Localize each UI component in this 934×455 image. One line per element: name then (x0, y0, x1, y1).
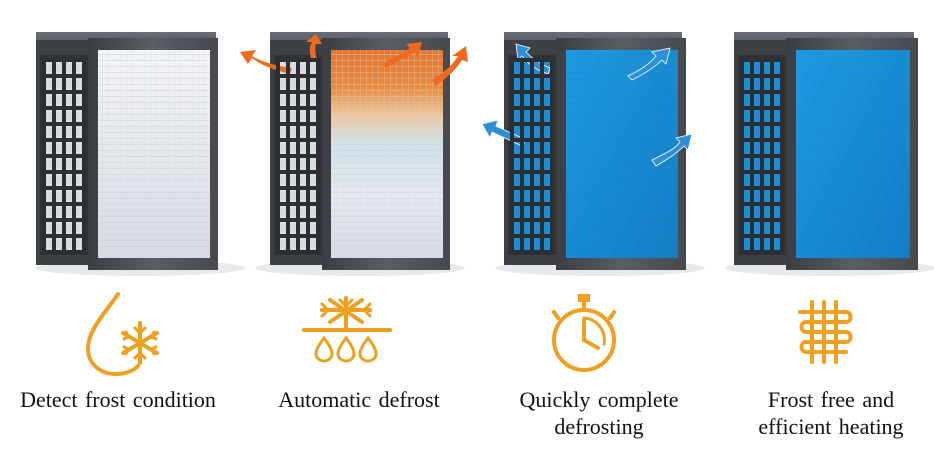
step-caption-defrost: Automatic defrost (248, 386, 470, 413)
heating-coil-panel (796, 50, 910, 258)
caption-line2: defrosting (554, 414, 644, 439)
grille-bar (740, 58, 744, 254)
caption-line1: Automatic defrost (278, 387, 440, 412)
grille-bar (286, 58, 290, 254)
caption-line1: Quickly complete (519, 387, 679, 412)
grille-bar (750, 58, 754, 254)
unit-defrosted (481, 32, 705, 276)
grille-bar (520, 58, 524, 254)
grille-bar (530, 58, 534, 254)
grille-bar (540, 58, 544, 254)
grille-bar (276, 58, 280, 254)
grille-bar (550, 58, 554, 254)
grille-bar (82, 58, 86, 254)
grille-bar (62, 58, 66, 254)
caption-line1: Detect frost condition (20, 387, 216, 412)
grille-bar (42, 58, 46, 254)
grille-bar (770, 58, 774, 254)
grille-bar (780, 58, 784, 254)
heating-coil-icon (798, 300, 853, 364)
caption-line1: Frost free and (767, 387, 895, 412)
step-caption-complete: Quickly complete defrosting (486, 386, 712, 440)
unit-defrosting (240, 32, 468, 276)
snowflake-melting-drops-icon (302, 296, 392, 363)
grille-bars (42, 58, 784, 254)
water-drop-snowflake-icon (85, 292, 159, 377)
step-caption-heating: Frost free and efficient heating (728, 386, 934, 440)
grille-bar (306, 58, 310, 254)
grille-bar (296, 58, 300, 254)
step-caption-detect: Detect frost condition (0, 386, 236, 413)
grille-bar (52, 58, 56, 254)
grille-bar (760, 58, 764, 254)
grille-bar (72, 58, 76, 254)
caption-line2: efficient heating (758, 414, 904, 439)
grille-bar (316, 58, 320, 254)
stopwatch-icon (552, 294, 616, 372)
grille-bar (510, 58, 514, 254)
